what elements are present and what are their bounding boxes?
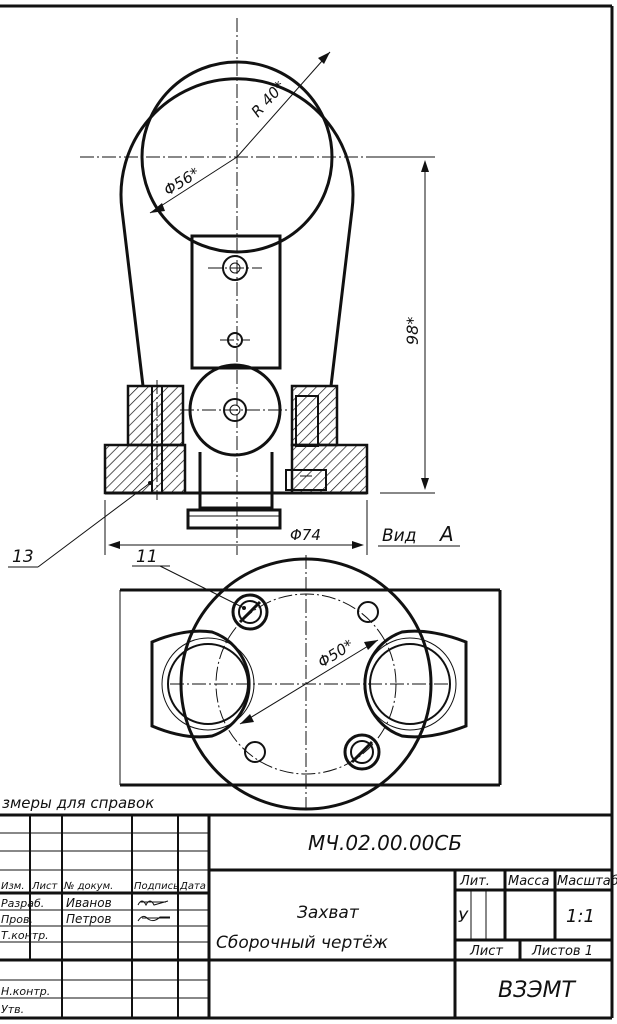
- view-label-word: Вид: [382, 526, 416, 546]
- product-name: Захват: [297, 903, 360, 923]
- dim-diameter-base: Φ74: [290, 526, 321, 544]
- dim-diameter-inner: Φ56*: [161, 164, 204, 200]
- view-label-letter: А: [438, 522, 454, 546]
- person-razrab: Иванов: [66, 896, 112, 910]
- role-tkontr: Т.контр.: [1, 929, 49, 942]
- hdr-izm: Изм.: [1, 881, 25, 892]
- sheet-label: Лист: [469, 944, 503, 959]
- hdr-lit: Лит.: [459, 874, 490, 889]
- signature-razrab: [137, 900, 169, 907]
- hdr-date: Дата: [179, 881, 206, 892]
- sheet-frame: [0, 4, 614, 1020]
- company-name: ВЗЭМТ: [498, 978, 577, 1003]
- role-utv: Утв.: [1, 1003, 24, 1016]
- hdr-mass: Масса: [508, 874, 549, 889]
- role-prov: Пров.: [1, 913, 33, 926]
- hdr-list: Лист: [31, 881, 59, 892]
- reference-note: змеры для справок: [2, 794, 154, 812]
- person-prov: Петров: [66, 912, 111, 926]
- role-razrab: Разраб.: [1, 897, 44, 910]
- document-type: Сборочный чертёж: [216, 933, 389, 953]
- lit-value: У: [458, 907, 469, 926]
- callout-13: 13: [12, 547, 34, 567]
- sheets-label: Листов 1: [531, 944, 593, 959]
- callout-11: 11: [136, 547, 158, 567]
- hdr-scale: Масштаб: [557, 874, 617, 889]
- dim-height: 98*: [403, 317, 422, 345]
- signature-prov: [137, 915, 170, 922]
- title-block: [0, 813, 612, 1018]
- scale-value: 1:1: [566, 906, 595, 927]
- role-nkontr: Н.контр.: [1, 985, 50, 998]
- doc-code: МЧ.02.00.00СБ: [308, 831, 462, 855]
- hdr-sign: Подпись: [134, 881, 179, 892]
- view-a: [119, 555, 502, 811]
- hdr-ndoc: № докум.: [63, 881, 113, 892]
- main-view: [8, 18, 460, 568]
